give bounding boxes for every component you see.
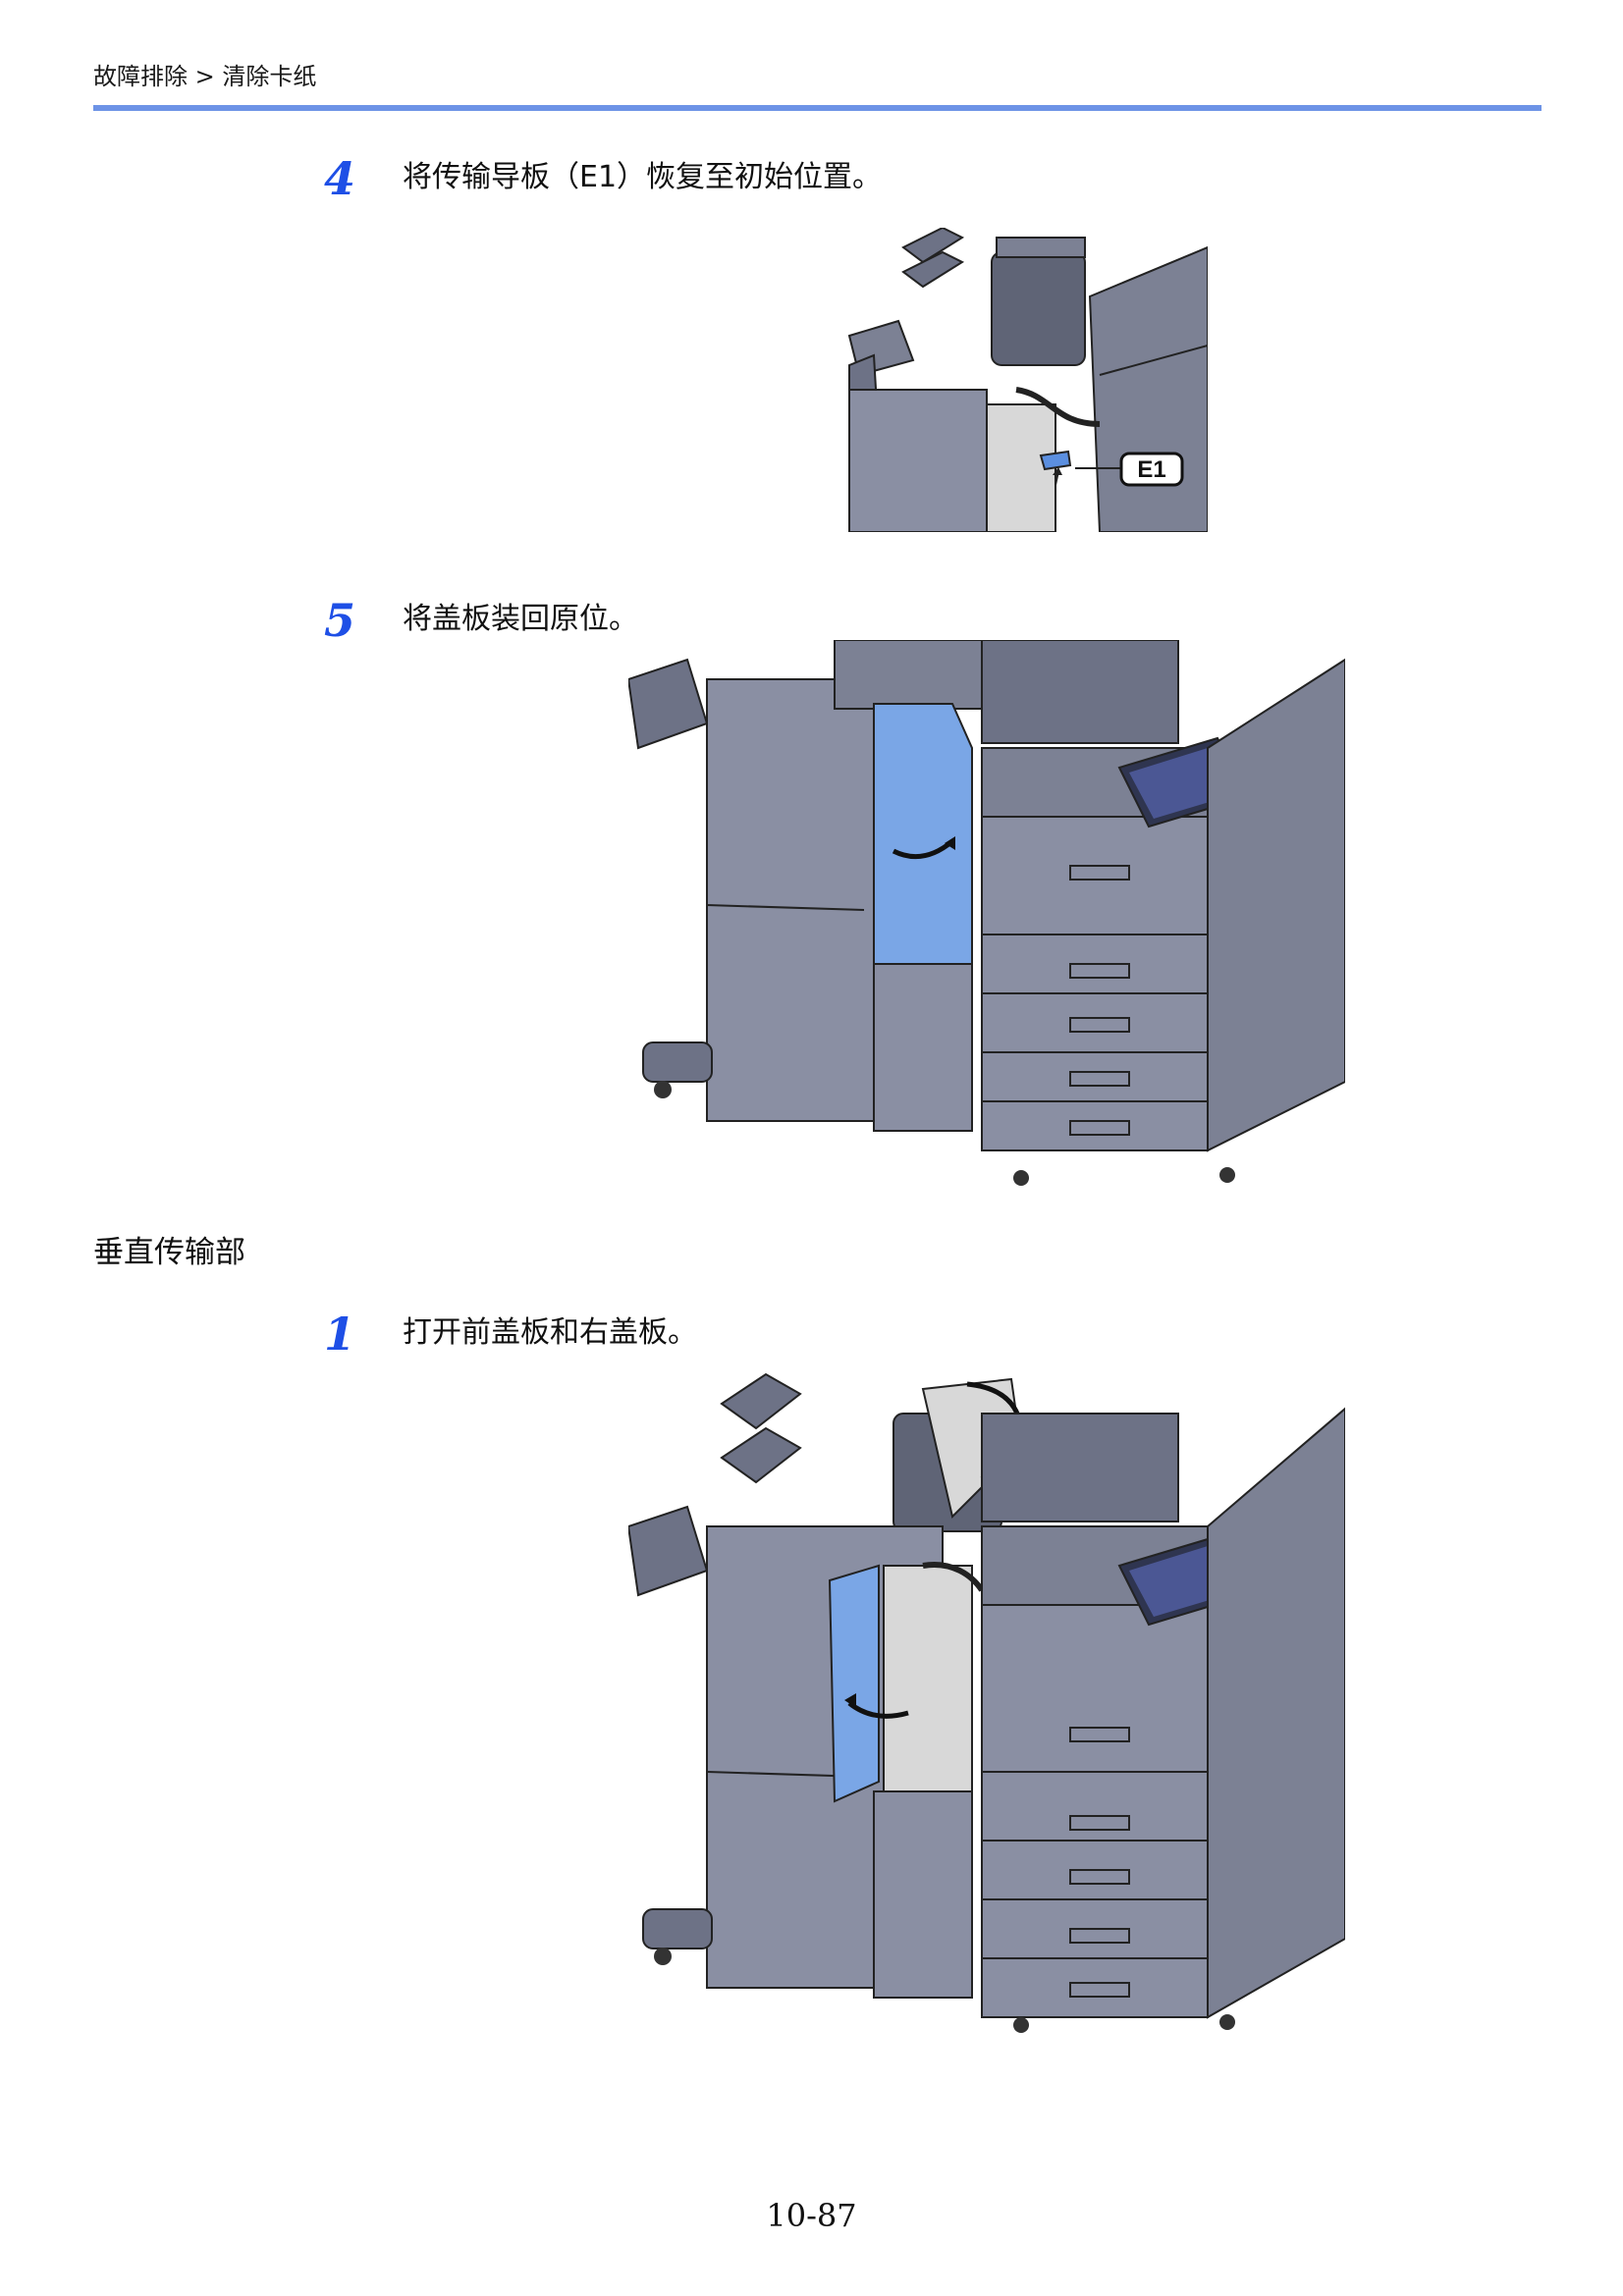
callout-e1: E1 (1137, 456, 1165, 483)
illustration-open-covers (628, 1372, 1345, 2033)
step-4-number: 4 (324, 152, 356, 205)
step-4-text: 将传输导板（E1）恢复至初始位置。 (403, 160, 883, 194)
header-rule (93, 105, 1542, 111)
illustration-guide-e1: E1 (847, 228, 1208, 532)
step-1-text: 打开前盖板和右盖板。 (403, 1315, 697, 1350)
step-1-number: 1 (324, 1308, 356, 1361)
page-number: 10-87 (766, 2197, 857, 2234)
illustration-close-cover (628, 640, 1345, 1186)
section-heading: 垂直传输部 (93, 1235, 245, 1270)
step-5-number: 5 (324, 594, 356, 647)
breadcrumb: 故障排除 > 清除卡纸 (93, 63, 317, 90)
step-5-text: 将盖板装回原位。 (403, 602, 638, 636)
